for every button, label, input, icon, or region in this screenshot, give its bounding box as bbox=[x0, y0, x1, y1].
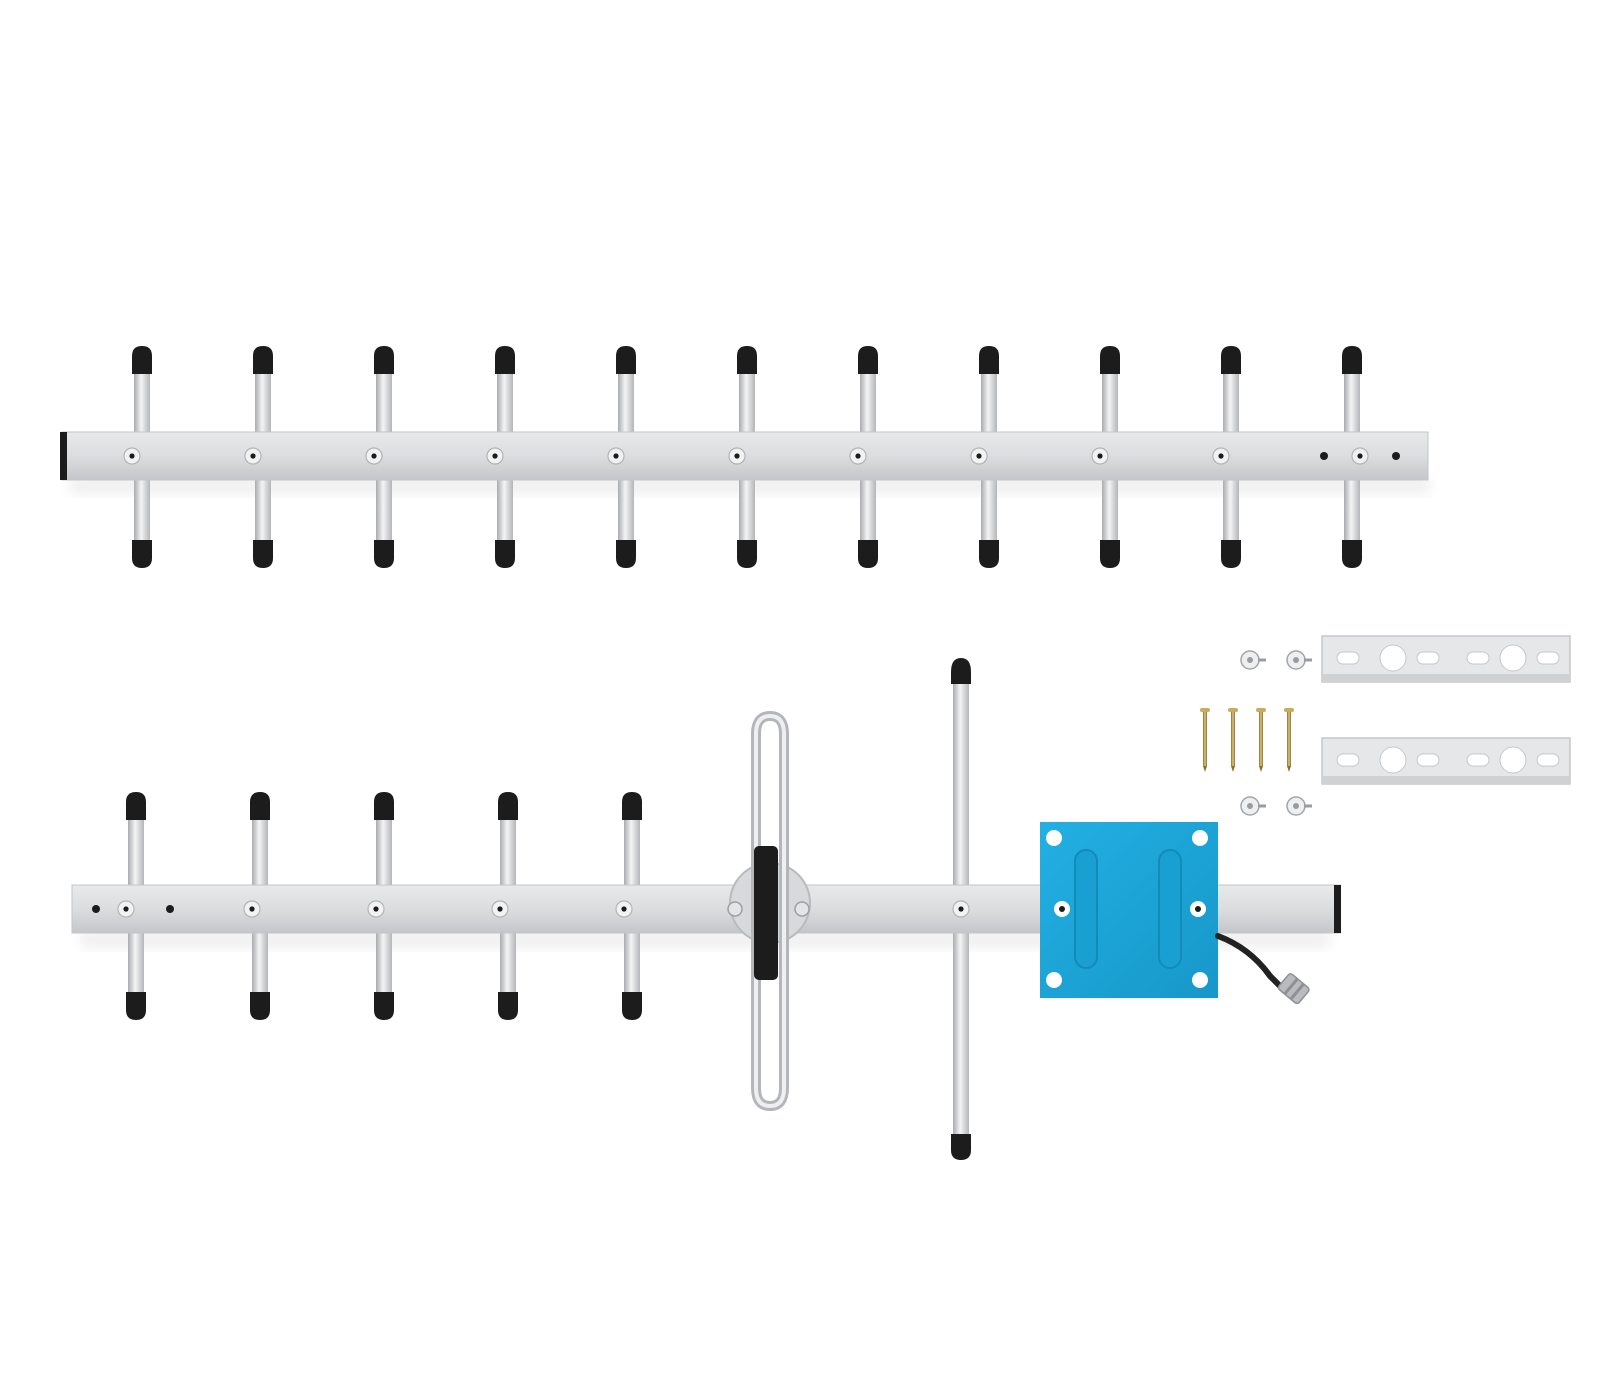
boom-hole bbox=[166, 905, 174, 913]
brass-screw bbox=[1200, 708, 1210, 772]
mount-plate bbox=[1040, 822, 1218, 998]
boom-bolts bbox=[117, 900, 970, 918]
boom-bolt bbox=[1091, 447, 1109, 465]
boom-bolt bbox=[117, 900, 135, 918]
brass-screw bbox=[1284, 708, 1294, 772]
plate-slot bbox=[1074, 849, 1098, 969]
boom-bolt bbox=[1212, 447, 1230, 465]
boom-bolt bbox=[123, 447, 141, 465]
mounting-screws bbox=[1200, 708, 1294, 772]
boom-bolt bbox=[952, 900, 970, 918]
boom-end-cap-right bbox=[1334, 885, 1341, 933]
boom-bolt bbox=[728, 447, 746, 465]
plate-slot bbox=[1158, 849, 1182, 969]
boom-bolts bbox=[123, 447, 1369, 465]
wing-nut bbox=[1286, 796, 1312, 816]
wing-nuts bbox=[1240, 650, 1312, 816]
wing-nut bbox=[1286, 650, 1312, 670]
boom-shadow bbox=[80, 930, 1330, 948]
folded-dipole bbox=[727, 710, 811, 1112]
dipole-screw bbox=[794, 901, 810, 917]
boom-bolt bbox=[244, 447, 262, 465]
boom-hole bbox=[1320, 452, 1328, 460]
plate-hole bbox=[1192, 972, 1208, 988]
plate-hole bbox=[1192, 830, 1208, 846]
boom-bolt bbox=[365, 447, 383, 465]
boom-hole bbox=[92, 905, 100, 913]
boom-bolt bbox=[486, 447, 504, 465]
boom-bolt bbox=[607, 447, 625, 465]
boom-end-cap-left bbox=[60, 432, 67, 480]
boom-bolt bbox=[243, 900, 261, 918]
mounting-hardware bbox=[1200, 635, 1571, 816]
wing-nut bbox=[1240, 650, 1266, 670]
dipole-insulator bbox=[754, 846, 778, 980]
boom-bolt bbox=[367, 900, 385, 918]
plate-hole bbox=[1046, 830, 1062, 846]
brass-screw bbox=[1228, 708, 1238, 772]
boom-bolt bbox=[970, 447, 988, 465]
boom-bolt bbox=[849, 447, 867, 465]
mounting-brackets bbox=[1321, 635, 1571, 785]
plate-hole bbox=[1046, 972, 1062, 988]
wing-nut bbox=[1240, 796, 1266, 816]
coax-connector bbox=[1215, 933, 1310, 1005]
dipole-screw bbox=[727, 901, 743, 917]
director-boom-assembly bbox=[60, 346, 1430, 568]
mounting-bracket bbox=[1321, 635, 1571, 683]
boom-bolt bbox=[615, 900, 633, 918]
mounting-bracket bbox=[1321, 737, 1571, 785]
boom-bolt bbox=[491, 900, 509, 918]
brass-screw bbox=[1256, 708, 1266, 772]
boom-bolt bbox=[1351, 447, 1369, 465]
feed-boom-assembly bbox=[71, 658, 1341, 1160]
boom-hole bbox=[1392, 452, 1400, 460]
